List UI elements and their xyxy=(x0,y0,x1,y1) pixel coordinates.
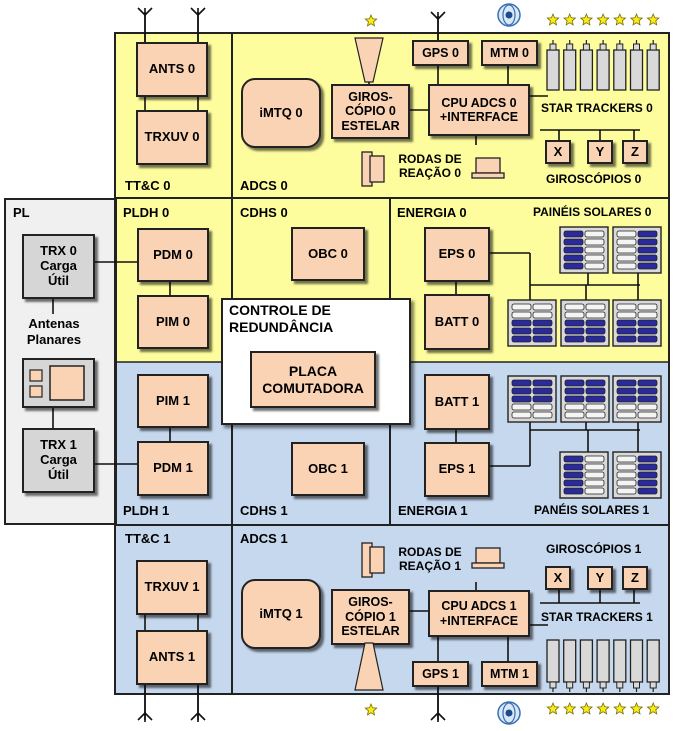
star-top-single-icon xyxy=(364,13,378,27)
gyro-stellar0-box[interactable]: GIROS- CÓPIO 0 ESTELAR xyxy=(331,84,410,139)
trxuv1-box[interactable]: TRXUV 1 xyxy=(136,560,208,615)
star-top-0-icon xyxy=(546,12,560,26)
gyroscopes1-label: GIROSCÓPIOS 1 xyxy=(546,542,642,556)
gyro0-y-box[interactable]: Y xyxy=(587,140,613,164)
imtq0-box[interactable]: iMTQ 0 xyxy=(241,78,321,148)
pdm0-box[interactable]: PDM 0 xyxy=(137,228,209,282)
energia0-section-label: ENERGIA 0 xyxy=(397,205,467,220)
obc0-box[interactable]: OBC 0 xyxy=(291,227,365,281)
cpu-adcs1-box[interactable]: CPU ADCS 1 +INTERFACE xyxy=(428,590,530,637)
ants1-box[interactable]: ANTS 1 xyxy=(136,630,208,685)
batt0-box[interactable]: BATT 0 xyxy=(424,294,490,350)
star-top-1-icon xyxy=(563,12,577,26)
ttc1-section-label: TT&C 1 xyxy=(125,531,171,546)
star-bottom-1-icon xyxy=(563,701,577,715)
gyro0-z-box[interactable]: Z xyxy=(622,140,648,164)
star-bottom-4-icon xyxy=(613,701,627,715)
mtm1-box[interactable]: MTM 1 xyxy=(481,661,538,687)
star-top-3-icon xyxy=(596,12,610,26)
planar-antennas-label: Antenas Planares xyxy=(26,316,82,347)
redundancy-control-title: CONTROLE DE REDUNDÂNCIA xyxy=(229,302,334,335)
imtq1-box[interactable]: iMTQ 1 xyxy=(241,579,321,649)
adcs1-section-label: ADCS 1 xyxy=(240,531,288,546)
batt1-box[interactable]: BATT 1 xyxy=(424,374,490,430)
gyro1-x-box[interactable]: X xyxy=(545,566,571,590)
reaction-wheels0-label: RODAS DE REAÇÃO 0 xyxy=(398,152,462,181)
planar-antenna-device[interactable] xyxy=(22,358,95,408)
star-bottom-single-icon xyxy=(364,702,378,716)
star-bottom-5-icon xyxy=(629,701,644,715)
star-trackers0-label: STAR TRACKERS 0 xyxy=(541,101,653,115)
trxuv0-box[interactable]: TRXUV 0 xyxy=(136,110,208,165)
star-top-2-icon xyxy=(579,12,594,26)
star-top-5-icon xyxy=(629,12,644,26)
gyroscopes0-label: GIROSCÓPIOS 0 xyxy=(546,172,642,186)
eps1-box[interactable]: EPS 1 xyxy=(424,442,490,497)
cpu-adcs0-box[interactable]: CPU ADCS 0 +INTERFACE xyxy=(428,84,530,136)
obc1-box[interactable]: OBC 1 xyxy=(291,442,365,496)
gyro1-z-box[interactable]: Z xyxy=(622,566,648,590)
trx1-payload-box[interactable]: TRX 1 Carga Útil xyxy=(22,428,95,493)
gyro0-x-box[interactable]: X xyxy=(545,140,571,164)
gps0-box[interactable]: GPS 0 xyxy=(412,40,469,66)
ants0-box[interactable]: ANTS 0 xyxy=(136,42,208,97)
pldh0-section-label: PLDH 0 xyxy=(123,205,170,220)
earth-sensor-top-icon xyxy=(497,3,521,27)
earth-sensor-bottom-icon xyxy=(497,701,521,725)
reaction-wheels1-label: RODAS DE REAÇÃO 1 xyxy=(398,545,462,574)
trx0-payload-box[interactable]: TRX 0 Carga Útil xyxy=(22,234,95,299)
star-bottom-2-icon xyxy=(579,701,594,715)
pdm1-box[interactable]: PDM 1 xyxy=(137,441,209,496)
star-bottom-3-icon xyxy=(596,701,610,715)
star-trackers1-label: STAR TRACKERS 1 xyxy=(541,610,653,624)
star-top-6-icon xyxy=(646,12,660,26)
star-bottom-0-icon xyxy=(546,701,560,715)
pl-section-label: PL xyxy=(13,205,30,220)
eps0-box[interactable]: EPS 0 xyxy=(424,227,490,282)
gyro1-y-box[interactable]: Y xyxy=(587,566,613,590)
adcs0-section-label: ADCS 0 xyxy=(240,178,288,193)
solar-panels0-label: PAINÉIS SOLARES 0 xyxy=(533,205,652,219)
switching-board-box[interactable]: PLACA COMUTADORA xyxy=(250,351,376,408)
patch-antenna-icon xyxy=(29,365,85,401)
cdhs1-section-label: CDHS 1 xyxy=(240,503,288,518)
pldh1-section-label: PLDH 1 xyxy=(123,503,170,518)
pim1-box[interactable]: PIM 1 xyxy=(137,374,209,428)
star-top-4-icon xyxy=(613,12,627,26)
mtm0-box[interactable]: MTM 0 xyxy=(481,40,538,66)
cdhs0-section-label: CDHS 0 xyxy=(240,205,288,220)
ttc0-section-label: TT&C 0 xyxy=(125,178,171,193)
gps1-box[interactable]: GPS 1 xyxy=(412,661,469,687)
energia1-section-label: ENERGIA 1 xyxy=(398,503,468,518)
pim0-box[interactable]: PIM 0 xyxy=(137,295,209,349)
solar-panels1-label: PANÉIS SOLARES 1 xyxy=(534,503,650,517)
gyro-stellar1-box[interactable]: GIROS- CÓPIO 1 ESTELAR xyxy=(331,589,410,645)
star-bottom-6-icon xyxy=(646,701,660,715)
